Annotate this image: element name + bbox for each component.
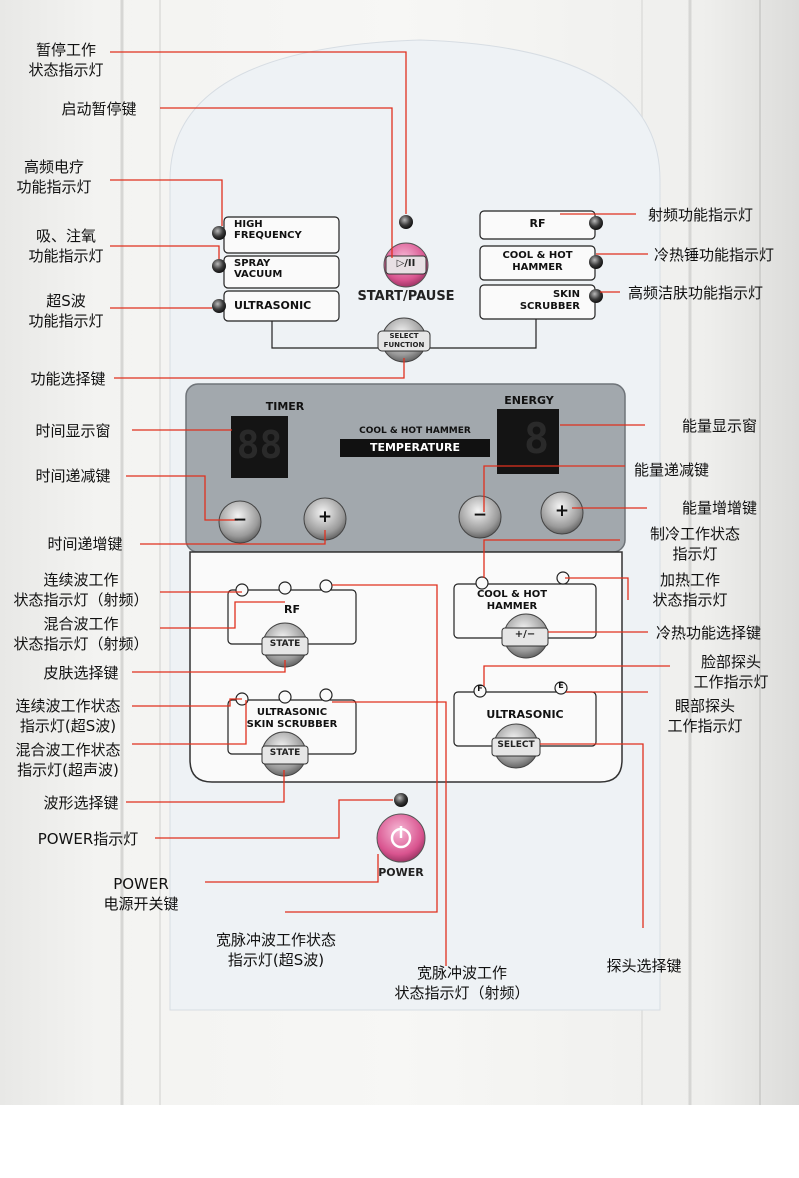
callout-probe-select: 探头选择键 <box>606 957 682 975</box>
callout-hf-indicator: 高频电疗 功能指示灯 <box>16 158 92 196</box>
energy-display <box>497 409 559 474</box>
callout-heat-indicator: 加热工作 状态指示灯 <box>652 571 728 609</box>
callout-spray-indicator: 吸、注氧 功能指示灯 <box>28 227 104 265</box>
callout-function-select-key: 功能选择键 <box>30 370 106 388</box>
energy-plus-button <box>540 491 584 535</box>
ultrasonic-led <box>212 299 226 313</box>
spray-led <box>212 259 226 273</box>
callout-wide-rf: 宽脉冲波工作 状态指示灯（射频） <box>394 964 530 1002</box>
callout-hammer-indicator: 冷热锤功能指示灯 <box>654 246 775 264</box>
callout-time-minus: 时间递减键 <box>35 467 111 485</box>
pause-led <box>399 215 413 229</box>
callout-power-indicator: POWER指示灯 <box>37 830 139 848</box>
scrubber-led <box>589 289 603 303</box>
energy-minus-button <box>458 495 502 539</box>
callout-cool-indicator: 制冷工作状态 指示灯 <box>649 525 740 563</box>
callout-mixed-rf: 混合波工作 状态指示灯（射频） <box>13 615 149 653</box>
callout-mixed-us: 混合波工作状态 指示灯(超声波) <box>15 741 121 779</box>
callout-scrubber-indicator: 高频洁肤功能指示灯 <box>628 284 764 302</box>
callout-start-pause-key: 启动暂停键 <box>61 100 137 118</box>
callout-eye-probe: 眼部探头 工作指示灯 <box>667 697 743 735</box>
callout-wave-select: 波形选择键 <box>43 794 119 812</box>
callout-energy-plus: 能量增增键 <box>682 499 758 517</box>
timer-display <box>231 416 288 478</box>
display-panel <box>185 383 626 553</box>
callout-wide-us: 宽脉冲波工作状态 指示灯(超S波) <box>215 931 336 969</box>
callout-face-probe: 脸部探头 工作指示灯 <box>693 653 769 691</box>
power-led <box>394 793 408 807</box>
callout-lines <box>110 51 670 966</box>
callout-continuous-us: 连续波工作状态 指示灯(超S波) <box>15 697 121 735</box>
rf-led <box>589 216 603 230</box>
callout-continuous-rf: 连续波工作 状态指示灯（射频） <box>13 571 149 609</box>
callout-power-switch: POWER 电源开关键 <box>103 875 179 913</box>
function-section <box>212 210 603 363</box>
time-minus-button <box>218 500 262 544</box>
callout-pause-indicator: 暂停工作 状态指示灯 <box>28 41 104 79</box>
callout-timer-window: 时间显示窗 <box>35 422 111 440</box>
hammer-led <box>589 255 603 269</box>
callout-rf-indicator: 射频功能指示灯 <box>648 206 754 224</box>
callout-hammer-select: 冷热功能选择键 <box>656 624 762 642</box>
callout-skin-select: 皮肤选择键 <box>43 664 119 682</box>
hf-led <box>212 226 226 240</box>
callout-energy-minus: 能量递减键 <box>634 461 710 479</box>
lower-panel <box>189 551 623 783</box>
callout-energy-window: 能量显示窗 <box>682 417 758 435</box>
callout-ultrasonic-indicator: 超S波 功能指示灯 <box>28 292 104 330</box>
callout-time-plus: 时间递增键 <box>47 535 123 553</box>
